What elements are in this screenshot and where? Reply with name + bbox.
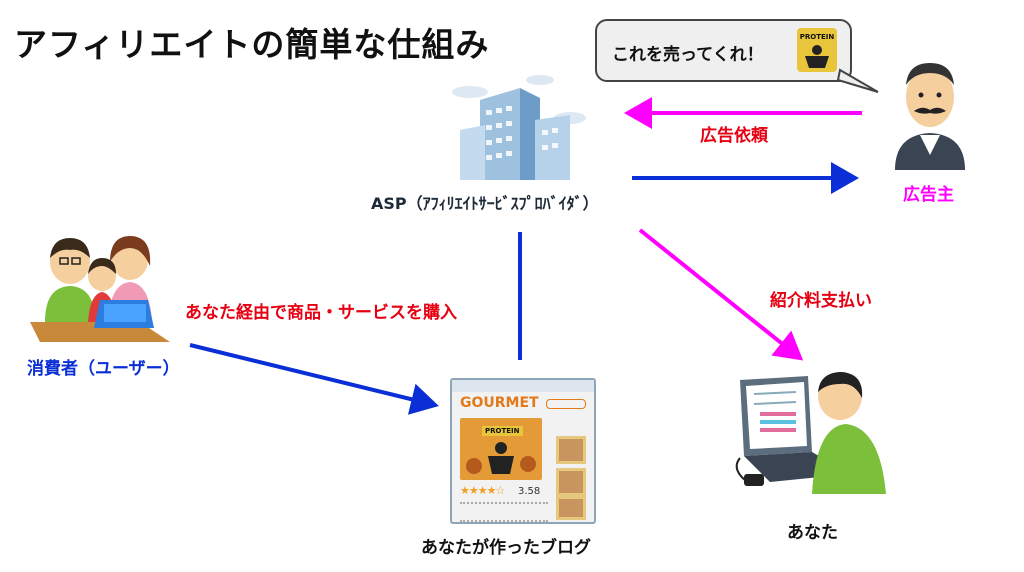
page-title: アフィリエイトの簡単な仕組み xyxy=(14,25,490,64)
blog-side-thumb-1 xyxy=(556,436,586,464)
browser-bar xyxy=(452,380,594,392)
blog-search-bar xyxy=(546,399,586,409)
blog-stars: ★★★★☆ xyxy=(460,484,505,497)
asp-building-icon xyxy=(452,75,586,180)
blog-rating: 3.58 xyxy=(518,486,541,497)
arrow-asp-to-you xyxy=(638,228,804,361)
you-illustration xyxy=(735,372,886,494)
speech-bubble-tail xyxy=(836,68,879,93)
blog-side-thumb-2 xyxy=(556,468,586,496)
edge-label-ad-request: 広告依頼 xyxy=(700,126,768,146)
asp-label: ASP（ｱﾌｨﾘｴｲﾄｻｰﾋﾞｽﾌﾟﾛﾊﾞｲﾀﾞ） xyxy=(371,194,599,213)
blog-protein-label: PROTEIN xyxy=(482,426,523,436)
blog-side-thumb-3 xyxy=(556,496,586,520)
blog-label: あなたが作ったブログ xyxy=(421,538,591,558)
advertiser-illustration xyxy=(895,63,965,170)
you-label: あなた xyxy=(787,523,838,543)
consumer-label: 消費者（ユーザー） xyxy=(27,359,180,379)
blog-text-lines xyxy=(460,502,548,522)
arrow-consumer-to-blog xyxy=(189,343,439,415)
blog-mockup: GOURMET PROTEIN ★★★★☆ 3.58 xyxy=(450,378,596,524)
blog-header: GOURMET xyxy=(460,395,539,411)
advertiser-label: 広告主 xyxy=(903,185,954,205)
edge-label-purchase: あなた経由で商品・サービスを購入 xyxy=(185,303,457,323)
edge-label-commission: 紹介料支払い xyxy=(770,291,872,311)
consumer-family-illustration xyxy=(30,236,170,342)
blog-product-image: PROTEIN xyxy=(460,418,542,480)
protein-product-icon: PROTEIN xyxy=(797,28,837,72)
speech-bubble-text: これを売ってくれ！ xyxy=(612,45,764,65)
protein-label: PROTEIN xyxy=(799,33,835,41)
